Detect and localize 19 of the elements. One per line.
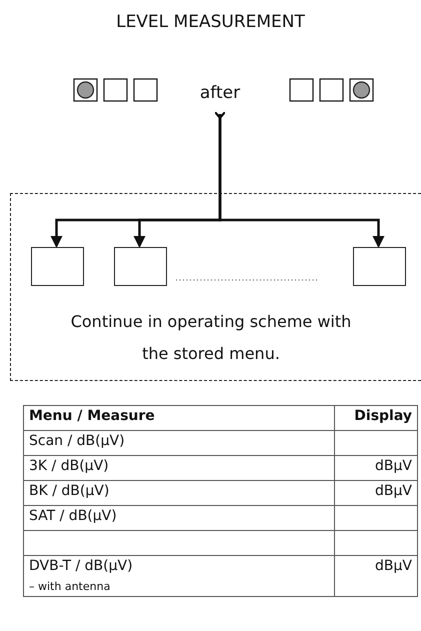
cell-text: SAT / dB(µV) <box>29 508 117 524</box>
dashed-region <box>10 193 421 381</box>
cell-text: DVB-T / dB(µV) <box>29 558 133 574</box>
empty-box <box>31 247 84 286</box>
cell-text: dBµV <box>375 483 412 499</box>
title: LEVEL MEASUREMENT <box>115 12 306 32</box>
step-label: after <box>195 80 245 114</box>
instruction-text: Continue in operating scheme with the stored menu. <box>70 311 352 365</box>
cell-note: – with antenna <box>29 580 110 593</box>
cell-text: dBµV <box>375 458 412 474</box>
arrow <box>214 111 384 248</box>
cell-text: 3K / dB(µV) <box>29 458 109 474</box>
empty-box <box>353 247 406 286</box>
empty-box <box>114 247 167 286</box>
column-header: Display <box>354 408 412 424</box>
cell-text: BK / dB(µV) <box>29 483 110 499</box>
column-header: Menu / Measure <box>29 408 155 424</box>
cell-text: Scan / dB(µV) <box>29 433 125 449</box>
cell-text: dBµV <box>375 558 412 574</box>
